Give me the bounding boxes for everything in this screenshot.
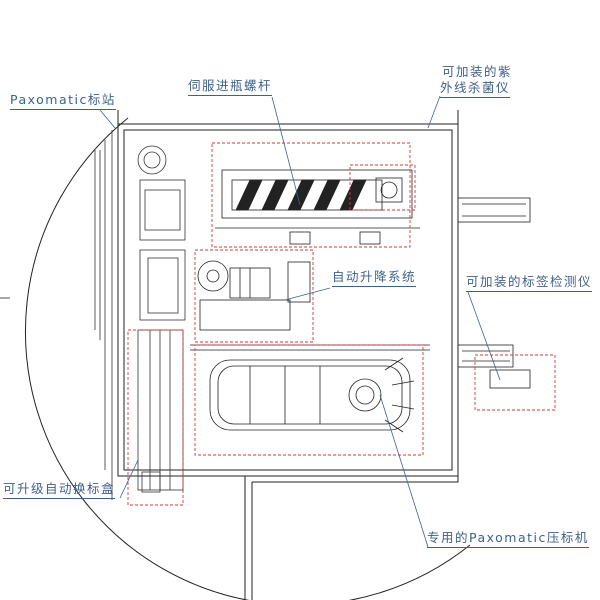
label-press-machine — [190, 344, 430, 433]
servo-screw-conveyor — [215, 169, 420, 245]
label-servo-screw: 伺服进瓶螺杆 — [188, 78, 273, 96]
label-paxomatic-press: 专用的Paxomatic压标机 — [427, 530, 589, 548]
label-auto-label-box: 可升级自动换标盒 — [3, 481, 116, 499]
highlight-boxes — [127, 142, 556, 506]
label-station-column — [137, 145, 186, 493]
machine-frame — [117, 110, 459, 600]
label-uv-sterilizer-line2: 外线杀菌仪 — [440, 80, 511, 98]
label-paxomatic-station: Paxomatic标站 — [10, 92, 116, 110]
lift-motor — [197, 260, 311, 331]
leader-lines — [99, 95, 501, 548]
label-uv-sterilizer-line1: 可加装的紫 — [442, 64, 513, 79]
left-rails — [94, 130, 113, 500]
detail-circle-arc — [24, 117, 471, 600]
label-auto-lift: 自动升降系统 — [332, 269, 417, 287]
label-label-inspector: 可加装的标签检测仪 — [466, 274, 593, 292]
right-conveyors — [457, 197, 531, 389]
